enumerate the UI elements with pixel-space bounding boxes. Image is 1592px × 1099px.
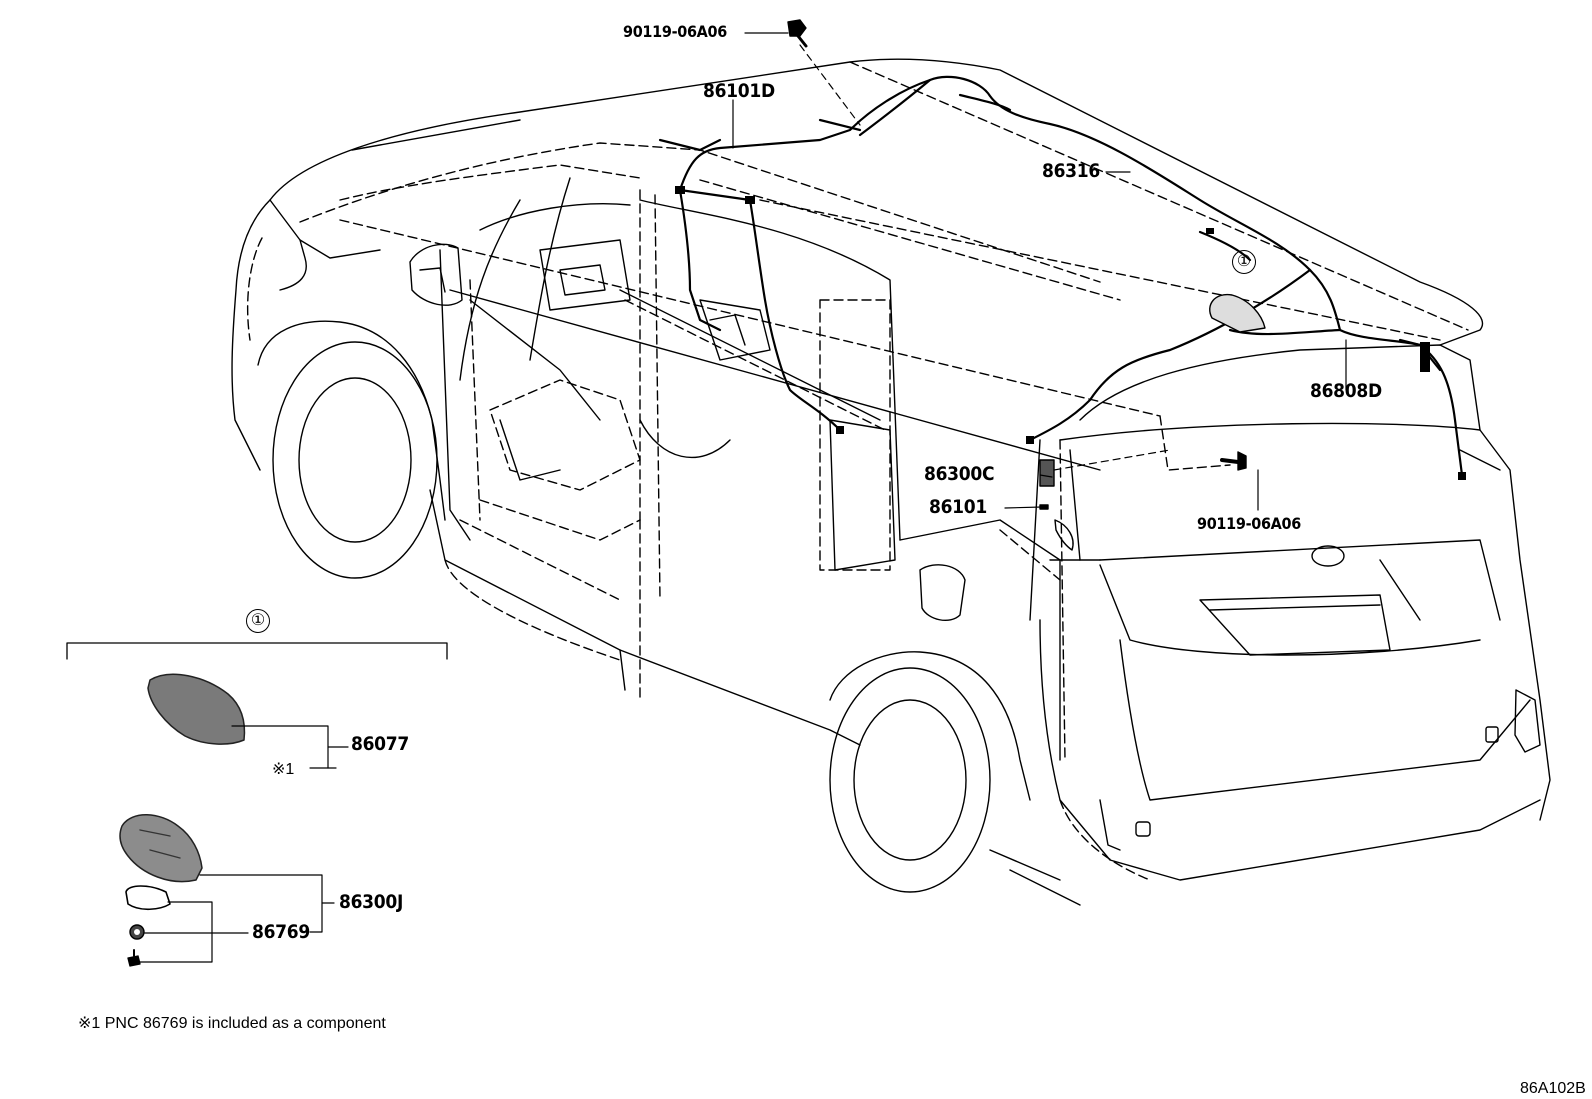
asterisk-note-marker: ※1 [272, 761, 295, 778]
part-label-antenna-cover: 86077 [351, 733, 409, 755]
part-label-bolt-top: 90119-06A06 [623, 22, 727, 41]
part-label-antenna-assy: 86300J [339, 891, 404, 913]
roof-antenna-installed [1209, 293, 1266, 333]
pad-gasket-part [125, 885, 171, 911]
part-label-harness-front: 86101D [703, 80, 775, 102]
antenna-assy-part [119, 814, 203, 883]
bolt-icon [1220, 451, 1247, 471]
part-label-bolt-rear: 90119-06A06 [1197, 514, 1301, 533]
amplifier-part [1039, 459, 1055, 487]
antenna-cover-part [147, 673, 246, 745]
footnote: ※1 PNC 86769 is included as a component [78, 1015, 386, 1032]
diagram-code: 86A102B [1520, 1080, 1586, 1097]
harness-connectors [675, 186, 1466, 480]
screw-icon [127, 949, 141, 967]
leader-lines [732, 32, 1347, 511]
callout-marker-roof: ① [1232, 250, 1256, 274]
callout-marker-inset: ① [246, 609, 270, 633]
part-label-harness-roof: 86316 [1042, 160, 1100, 182]
vehicle-body [231, 58, 1551, 906]
bolt-icon [787, 19, 808, 48]
part-label-harness-rear: 86808D [1310, 380, 1382, 402]
inset-panel [66, 642, 448, 660]
part-label-cord: 86101 [929, 496, 987, 518]
part-label-amplifier: 86300C [924, 463, 995, 485]
roof-wire-harness [658, 75, 1464, 477]
cord-clip [1054, 519, 1074, 551]
part-label-pad-set: 86769 [252, 921, 310, 943]
nut-icon [129, 924, 145, 940]
